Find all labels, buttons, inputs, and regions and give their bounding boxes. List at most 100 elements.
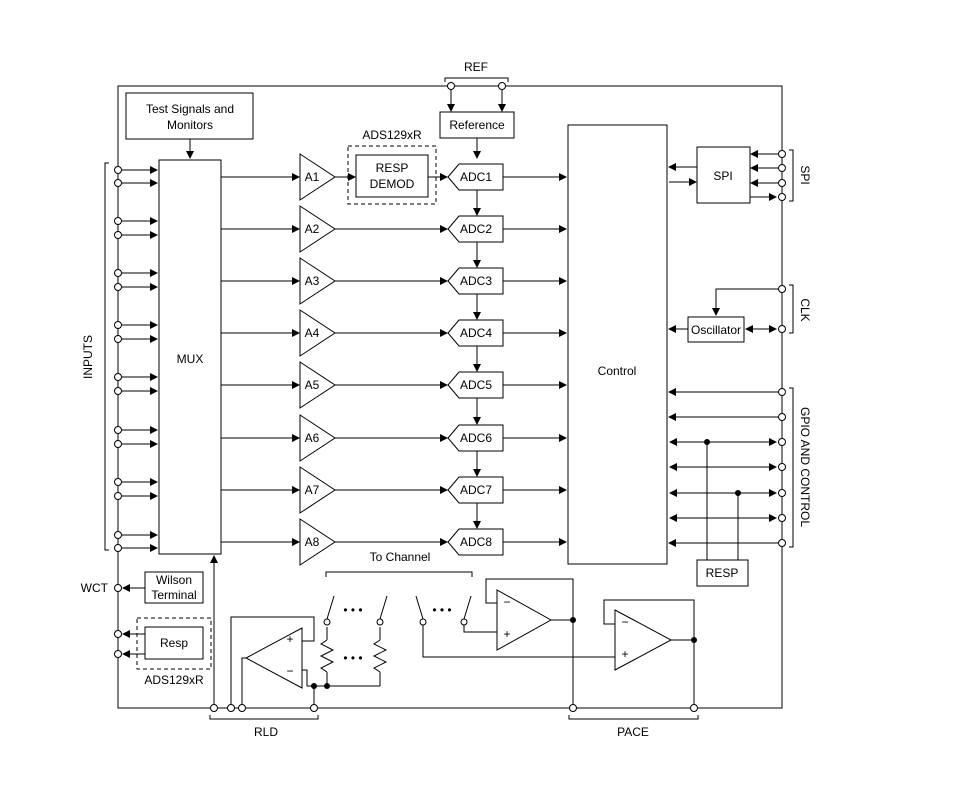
adc-label-4: ADC4 xyxy=(460,326,492,340)
resistor-network: • • • xyxy=(319,627,388,686)
ref-pin-2 xyxy=(498,82,506,90)
channel-2: A2 ADC2 xyxy=(221,205,567,268)
adc-label-5: ADC5 xyxy=(460,378,492,392)
svg-text:+: + xyxy=(503,627,510,641)
input-pin-1 xyxy=(114,166,158,174)
to-channel-brace xyxy=(325,571,473,577)
amplifier-label-1: A1 xyxy=(305,170,320,184)
gpio-label: GPIO AND CONTROL xyxy=(798,407,812,527)
svg-text:• • •: • • • xyxy=(432,603,451,617)
amplifier-7 xyxy=(299,466,336,514)
amplifier-label-3: A3 xyxy=(305,274,320,288)
pace-amplifier-2 xyxy=(614,609,673,671)
amplifier-label-4: A4 xyxy=(305,326,320,340)
spi-block xyxy=(696,146,751,204)
amplifier-4 xyxy=(299,309,336,357)
amplifier-label-7: A7 xyxy=(305,483,320,497)
adc-label-3: ADC3 xyxy=(460,274,492,288)
svg-text:+: + xyxy=(621,647,628,661)
input-pin-7 xyxy=(114,321,158,329)
input-pin-11 xyxy=(114,426,158,434)
input-pin-9 xyxy=(114,373,158,381)
gpio-lines xyxy=(668,388,786,560)
channel-6: A6 ADC6 xyxy=(221,414,567,477)
test-signals-block xyxy=(125,92,254,140)
amplifier-label-5: A5 xyxy=(305,378,320,392)
input-pin-8 xyxy=(114,335,158,343)
ref-label: REF xyxy=(464,60,488,74)
resp-block xyxy=(144,626,204,660)
resp-demod-block xyxy=(355,154,429,198)
amplifier-3 xyxy=(299,257,336,305)
svg-text:• • •: • • • xyxy=(343,603,362,617)
channel-1: A1 ADC1 xyxy=(221,153,567,216)
pace-brace xyxy=(568,715,699,720)
input-pin-2 xyxy=(114,179,158,187)
pace-amplifier-1 xyxy=(496,589,553,651)
gpio-brace xyxy=(789,387,794,548)
adc-label-7: ADC7 xyxy=(460,483,492,497)
control-block xyxy=(567,124,668,565)
amplifier-label-2: A2 xyxy=(305,222,320,236)
mux-block xyxy=(158,159,222,555)
pace-pins xyxy=(569,704,698,712)
inputs-brace xyxy=(104,162,109,551)
amplifier-label-6: A6 xyxy=(305,431,320,445)
input-pin-15 xyxy=(114,531,158,539)
input-pin-6 xyxy=(114,283,158,291)
input-pin-10 xyxy=(114,387,158,395)
spi-pins xyxy=(750,150,786,201)
channel-5: A5 ADC5 xyxy=(221,361,567,425)
input-pin-14 xyxy=(114,492,158,500)
input-pin-16 xyxy=(114,544,158,552)
rld-brace xyxy=(209,715,319,720)
input-pin-3 xyxy=(114,217,158,225)
resp-demod-label-2: DEMOD xyxy=(370,177,415,191)
channel-4: A4 ADC4 xyxy=(221,309,567,372)
amplifier-1 xyxy=(299,153,336,201)
spi-bus-label: SPI xyxy=(798,165,812,184)
clk-brace xyxy=(789,284,794,334)
control-label: Control xyxy=(598,364,637,378)
amplifier-6 xyxy=(299,414,336,462)
ads-label-top: ADS129xR xyxy=(362,128,422,142)
wilson-label-1: Wilson xyxy=(156,573,192,587)
reference-label: Reference xyxy=(449,118,505,132)
ads-dashed-bottom xyxy=(136,617,212,670)
resp-label: Resp xyxy=(160,636,188,650)
ads-dashed-top xyxy=(347,145,437,205)
amplifier-label-8: A8 xyxy=(305,535,320,549)
svg-text:+: + xyxy=(286,632,293,646)
input-pin-5 xyxy=(114,269,158,277)
resp-demod-label-1: RESP xyxy=(376,161,409,175)
input-pin-4 xyxy=(114,231,158,239)
adc-label-2: ADC2 xyxy=(460,222,492,236)
wct-pin xyxy=(114,584,122,592)
adc-label-6: ADC6 xyxy=(460,431,492,445)
spi-block-label: SPI xyxy=(713,169,732,183)
rld-label: RLD xyxy=(254,725,278,739)
mux-label: MUX xyxy=(177,352,204,366)
pace-label: PACE xyxy=(617,725,649,739)
ref-pin-1 xyxy=(447,82,455,90)
resp-gpio-block xyxy=(696,559,749,587)
to-channel-label: To Channel xyxy=(370,550,431,564)
reference-block xyxy=(439,111,515,139)
channel-3: A3 ADC3 xyxy=(221,257,567,320)
channel-7: A7 ADC7 xyxy=(221,466,567,529)
input-pin-13 xyxy=(114,478,158,486)
wct-label: WCT xyxy=(81,581,109,595)
svg-text:−: − xyxy=(621,615,628,629)
rld-pins xyxy=(210,704,318,712)
amplifier-8 xyxy=(299,518,336,566)
test-signals-label: Test Signals and xyxy=(146,102,234,116)
clk-label: CLK xyxy=(798,298,812,321)
oscillator-label: Oscillator xyxy=(691,323,741,337)
channel-8: A8 ADC8 xyxy=(221,518,567,566)
svg-text:• • •: • • • xyxy=(343,651,362,665)
adc-label-8: ADC8 xyxy=(460,535,492,549)
adc-label-1: ADC1 xyxy=(460,170,492,184)
inputs-label: INPUTS xyxy=(81,335,95,379)
ref-brace xyxy=(444,77,509,82)
